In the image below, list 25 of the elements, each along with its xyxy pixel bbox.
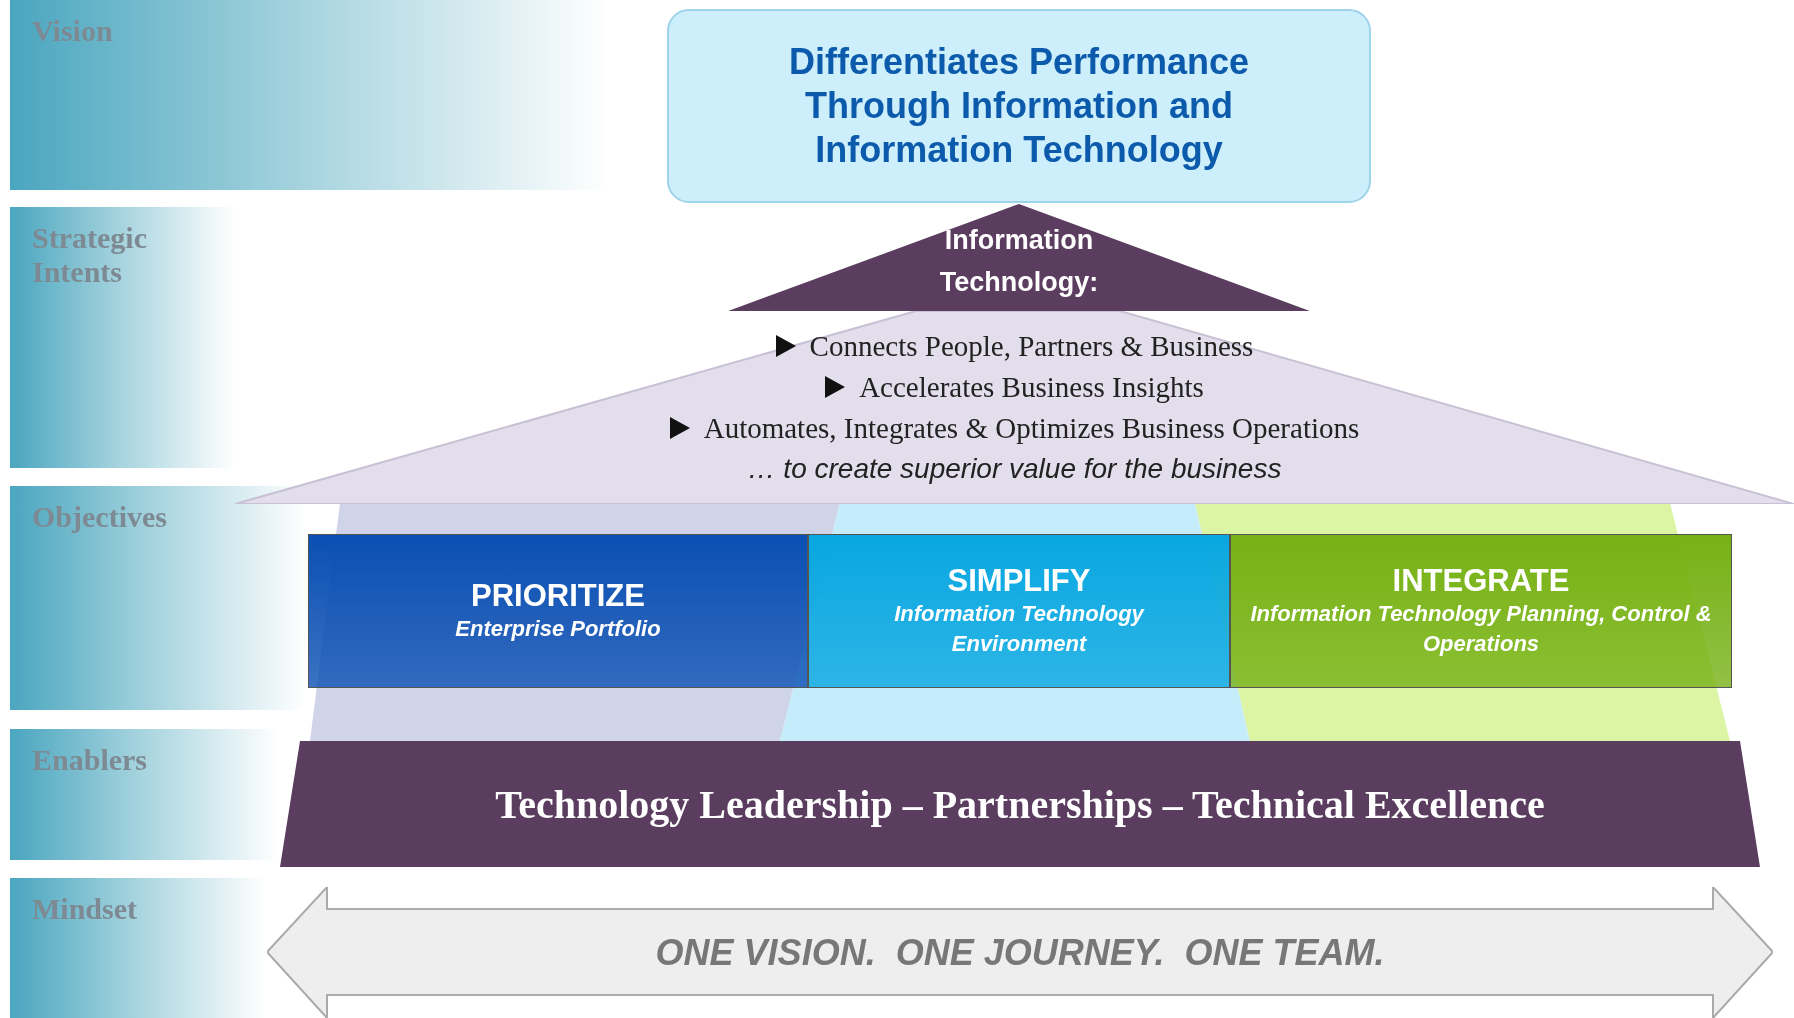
objective-heading: INTEGRATE	[1392, 563, 1570, 599]
enabler-bar	[280, 741, 1760, 867]
objective-subtitle: Enterprise Portfolio	[455, 615, 661, 643]
bullet-text: Connects People, Partners & Business	[809, 329, 1254, 363]
vision-statement: Differentiates Performance Through Information and Information Technology	[787, 40, 1251, 172]
layer-title: Enablers	[32, 743, 148, 777]
objective-subtitle: Information Technology Planning, Control & Operations	[1250, 600, 1712, 658]
layer-title: Objectives	[32, 500, 167, 534]
mindset-text: ONE VISION. ONE JOURNEY. ONE TEAM.	[655, 931, 1385, 974]
enabler-text: Technology Leadership – Partnerships – Technical Excellence	[495, 780, 1545, 828]
layer-title: Mindset	[32, 892, 137, 926]
tagline-text: … to create superior value for the business	[747, 453, 1282, 485]
bullet-text: Automates, Integrates & Optimizes Business Operations	[703, 411, 1360, 445]
layer-title: Strategic Intents	[32, 221, 148, 289]
roof-heading: Information Technology:	[938, 223, 1100, 299]
objective-box	[1230, 534, 1732, 688]
bullet-text: Accelerates Business Insights	[859, 370, 1204, 404]
vision-box	[667, 9, 1371, 203]
objective-heading: SIMPLIFY	[947, 563, 1091, 599]
objective-subtitle: Information Technology Environment	[893, 600, 1146, 658]
mindset-banner	[267, 887, 1773, 1018]
objective-box	[308, 534, 808, 688]
objective-heading: PRIORITIZE	[471, 578, 645, 614]
objective-box	[808, 534, 1230, 688]
pyramid-triangle	[235, 311, 1794, 504]
